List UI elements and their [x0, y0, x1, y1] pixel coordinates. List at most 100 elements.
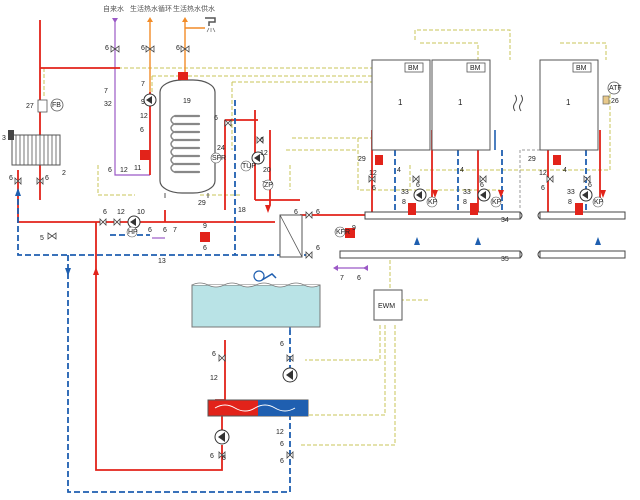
sensor-badges: SFR ZP KFR — [210, 152, 350, 238]
svg-text:33: 33 — [463, 189, 471, 196]
control-wiring — [40, 29, 611, 446]
svg-text:5: 5 — [40, 235, 44, 242]
svg-text:6: 6 — [372, 185, 376, 192]
svg-text:KFR: KFR — [336, 229, 350, 236]
return-pipes-solid — [280, 130, 579, 406]
svg-text:6: 6 — [480, 182, 484, 189]
svg-text:10: 10 — [137, 209, 145, 216]
svg-text:12: 12 — [260, 150, 268, 157]
boiler-pumps: KP KP KP — [413, 188, 604, 208]
svg-text:8: 8 — [463, 199, 467, 206]
boiler-2-number: 1 — [458, 98, 463, 107]
svg-text:EWM: EWM — [378, 303, 395, 310]
boiler-1: BM 1 — [371, 59, 431, 151]
svg-text:ATF: ATF — [609, 85, 622, 92]
ewm-module: EWM — [373, 289, 403, 321]
pump-pool-secondary — [214, 429, 230, 445]
svg-text:12: 12 — [539, 170, 547, 177]
svg-text:9: 9 — [203, 223, 207, 230]
svg-text:12: 12 — [140, 113, 148, 120]
svg-text:FB: FB — [52, 102, 61, 109]
svg-text:18: 18 — [238, 207, 246, 214]
return-header-35 — [339, 250, 626, 259]
pump-pool-primary — [282, 367, 298, 383]
svg-text:6: 6 — [212, 351, 216, 358]
svg-text:26: 26 — [611, 98, 619, 105]
svg-text:6: 6 — [141, 45, 145, 52]
boiler-3: BM 1 — [539, 59, 599, 151]
svg-text:3: 3 — [2, 135, 6, 142]
dhw-storage-tank: 19 — [159, 72, 216, 198]
series-break-symbol — [513, 94, 523, 112]
header-arrow-2 — [475, 237, 481, 245]
svg-text:6: 6 — [103, 209, 107, 216]
svg-text:KP: KP — [428, 199, 438, 206]
svg-text:6: 6 — [108, 167, 112, 174]
svg-text:6: 6 — [280, 341, 284, 348]
svg-text:24: 24 — [217, 145, 225, 152]
svg-text:19: 19 — [183, 98, 191, 105]
svg-text:KP: KP — [594, 199, 604, 206]
svg-text:8: 8 — [402, 199, 406, 206]
svg-text:29: 29 — [528, 156, 536, 163]
cold-water-line — [114, 20, 365, 269]
svg-text:27: 27 — [26, 103, 34, 110]
grey-signal-line — [519, 149, 545, 210]
svg-text:6: 6 — [214, 115, 218, 122]
svg-text:6: 6 — [163, 227, 167, 234]
svg-text:11: 11 — [134, 165, 141, 172]
svg-text:TUP: TUP — [242, 163, 256, 170]
svg-text:6: 6 — [45, 175, 49, 182]
svg-text:6: 6 — [222, 455, 226, 462]
header-arrow-1 — [414, 237, 420, 245]
dhw-circ-arrow — [147, 17, 153, 22]
cold-inlet-arrow — [112, 18, 118, 23]
svg-text:29: 29 — [198, 200, 206, 207]
svg-text:6: 6 — [260, 137, 264, 144]
svg-text:6: 6 — [210, 453, 214, 460]
svg-text:7: 7 — [141, 81, 145, 88]
tank-down-arrow — [265, 205, 271, 213]
svg-text:6: 6 — [416, 182, 420, 189]
pool-heat-exchanger — [207, 399, 309, 417]
svg-text:12: 12 — [117, 209, 125, 216]
svg-text:33: 33 — [567, 189, 575, 196]
svg-text:4: 4 — [563, 167, 567, 174]
svg-text:6: 6 — [105, 45, 109, 52]
svg-text:12: 12 — [276, 429, 284, 436]
boiler-2-badge: BM — [470, 65, 481, 72]
svg-text:12: 12 — [369, 170, 377, 177]
svg-text:2: 2 — [62, 170, 66, 177]
svg-text:KP: KP — [492, 199, 502, 206]
supply-up-arrow — [93, 267, 99, 275]
svg-text:7: 7 — [340, 275, 344, 282]
component-numbers: 6 6 6 7 32 7 9 12 6 6 12 11 6 24 6 12 20… — [9, 45, 592, 465]
svg-text:6: 6 — [357, 275, 361, 282]
svg-text:29: 29 — [358, 156, 366, 163]
cold-arrow-right — [333, 265, 338, 271]
boiler-1-badge: BM — [408, 65, 419, 72]
svg-text:6: 6 — [541, 185, 545, 192]
svg-text:ZP: ZP — [264, 182, 273, 189]
label-dhw-circulation: 生活热水循环 — [130, 4, 172, 13]
boiler-2: BM 1 — [431, 59, 491, 151]
svg-text:13: 13 — [158, 258, 166, 265]
radiator: 3 2 — [2, 130, 66, 177]
svg-text:6: 6 — [280, 441, 284, 448]
plate-heat-exchanger — [279, 214, 303, 258]
svg-text:6: 6 — [588, 182, 592, 189]
svg-text:6: 6 — [203, 245, 207, 252]
svg-text:4: 4 — [397, 167, 401, 174]
boiler-flow-arrow-2 — [498, 190, 504, 198]
boiler-3-badge: BM — [576, 65, 587, 72]
pump-hp: HP — [126, 215, 141, 238]
faucet-icon — [205, 17, 216, 33]
svg-text:6: 6 — [316, 245, 320, 252]
svg-text:34: 34 — [501, 217, 509, 224]
svg-text:SFR: SFR — [212, 155, 226, 162]
pump-zp — [143, 93, 157, 107]
svg-text:6: 6 — [148, 227, 152, 234]
boiler-flow-arrow-1 — [432, 190, 438, 198]
label-dhw-supply: 生活热水供水 — [173, 4, 215, 13]
